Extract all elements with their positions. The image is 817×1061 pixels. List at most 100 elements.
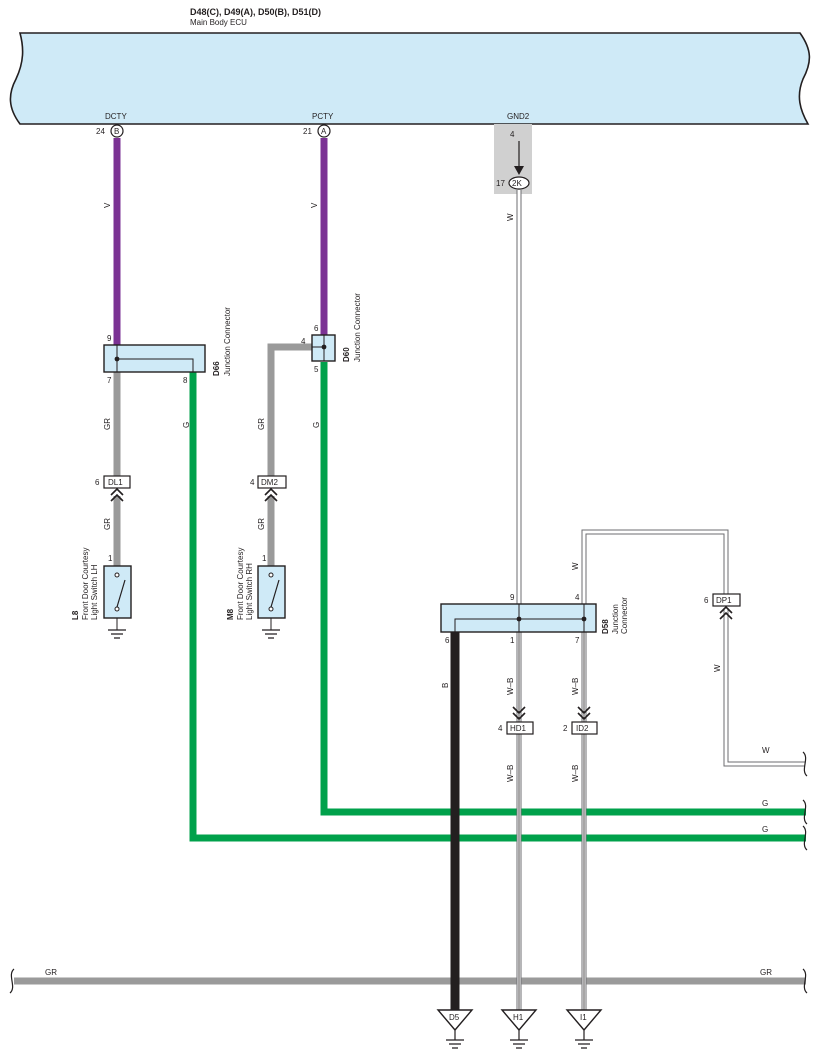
dp1-label: DP1	[716, 596, 732, 605]
m8-ground-icon	[262, 629, 280, 639]
wire-label-w-dp1: W	[713, 664, 722, 672]
d60-pin-4: 4	[301, 337, 306, 346]
wire-label-gr-bottom-left: GR	[45, 968, 57, 977]
d66-pin-8: 8	[183, 376, 188, 385]
ground-d5-label: D5	[449, 1013, 460, 1022]
l8-code: L8	[71, 610, 80, 620]
dp1-chevron-icon	[719, 605, 733, 620]
l8-name-line1: Front Door Courtesy	[81, 548, 90, 620]
id2-label: ID2	[576, 724, 589, 733]
ecu-pin-a-letter: A	[321, 127, 327, 136]
ecu-pin-b-letter: B	[114, 127, 119, 136]
wire-label-wb-2b: W–B	[571, 765, 580, 782]
m8-name-line1: Front Door Courtesy	[236, 548, 245, 620]
d58-code: D58	[601, 619, 610, 634]
ecu-pin-24: 24	[96, 127, 105, 136]
ground-d5-triangle	[436, 1009, 474, 1032]
ecu-name: Main Body ECU	[190, 18, 247, 27]
id2-pin: 2	[563, 724, 568, 733]
d60-pin-6: 6	[314, 324, 319, 333]
dl1-label: DL1	[108, 478, 123, 487]
wire-white-right-outline	[723, 608, 805, 767]
d60-pin-5: 5	[314, 365, 319, 374]
m8-name-line2: Light Switch RH	[245, 563, 254, 620]
id2-connector-box	[571, 721, 598, 735]
wire-label-b: B	[441, 683, 450, 688]
dm2-label: DM2	[261, 478, 278, 487]
wire-label-w-gnd: W	[506, 213, 515, 221]
gnd2-arrow-head	[514, 166, 524, 175]
d60-name: Junction Connector	[353, 293, 362, 362]
wire-label-wb-2a: W–B	[571, 678, 580, 695]
ground-h1-label: H1	[513, 1013, 524, 1022]
hd1-connector-box	[506, 721, 534, 735]
l8-switch-lever	[116, 579, 126, 608]
wire-label-v-pcty: V	[310, 202, 319, 208]
d58-pin-9: 9	[510, 593, 515, 602]
wire-label-w-d58: W	[571, 562, 580, 570]
wire-label-gr-d60: GR	[257, 418, 266, 430]
connector-2k-pin: 17	[496, 179, 505, 188]
wire-white-dp1	[582, 530, 728, 604]
break-mark-g-right2	[802, 825, 808, 851]
dl1-pin: 6	[95, 478, 100, 487]
wire-label-v-dcty: V	[103, 202, 112, 208]
wire-label-gr-d66: GR	[103, 418, 112, 430]
d66-name: Junction Connector	[223, 307, 232, 376]
ground-i1-icon	[575, 1030, 593, 1049]
m8-code: M8	[226, 608, 235, 620]
dm2-connector-box	[257, 475, 287, 489]
break-mark-gr-left	[9, 968, 15, 994]
dl1-chevron-icon	[110, 487, 124, 502]
wire-label-wb-1b: W–B	[506, 765, 515, 782]
wire-label-gr-dl1: GR	[103, 518, 112, 530]
d58-name-line2: Connector	[620, 597, 629, 634]
ecu-connector-codes: D48(C), D49(A), D50(B), D51(D)	[190, 7, 321, 17]
wire-label-w-right: W	[762, 746, 770, 755]
l8-contact-bottom	[114, 606, 120, 612]
ground-i1-label: I1	[580, 1013, 587, 1022]
l8-contact-top	[114, 572, 120, 578]
break-mark-g-right1	[802, 799, 808, 825]
wire-label-gr-bottom-right: GR	[760, 968, 772, 977]
hd1-chevron-icon	[512, 706, 526, 721]
wire-green-d60	[320, 362, 806, 816]
id2-chevron-icon	[577, 706, 591, 721]
dp1-connector-box	[712, 593, 741, 607]
wire-label-g-d66: G	[182, 422, 191, 428]
dm2-chevron-icon	[264, 487, 278, 502]
wire-label-gr-dm2: GR	[257, 518, 266, 530]
wire-green-d66	[189, 372, 806, 842]
connector-2k-oval	[508, 176, 530, 190]
d58-splice-dot-right	[581, 616, 587, 622]
l8-ground-icon	[108, 629, 126, 639]
d58-pin-6: 6	[445, 636, 450, 645]
ecu-pin-b-circle	[110, 124, 124, 138]
connector-2k-label: 2K	[512, 179, 522, 188]
hd1-pin: 4	[498, 724, 503, 733]
ground-d5-icon	[446, 1030, 464, 1049]
gnd2-pin-4: 4	[510, 130, 515, 139]
m8-contact-top	[268, 572, 274, 578]
wire-white-right	[724, 608, 805, 766]
m8-switch-lever	[270, 579, 280, 608]
d66-splice-dot	[114, 356, 120, 362]
ground-h1-triangle	[500, 1009, 538, 1032]
ecu-terminal-dcty: DCTY	[105, 112, 127, 121]
d60-code: D60	[342, 347, 351, 362]
l8-name-line2: Light Switch LH	[90, 564, 99, 620]
hd1-label: HD1	[510, 724, 527, 733]
ecu-terminal-pcty: PCTY	[312, 112, 334, 121]
d58-pin-7: 7	[575, 636, 580, 645]
d66-code: D66	[212, 361, 221, 376]
wire-label-g-d60: G	[312, 422, 321, 428]
dp1-pin: 6	[704, 596, 709, 605]
ecu-pin-a-circle	[317, 124, 331, 138]
d58-splice-dot-left	[516, 616, 522, 622]
d58-pin-1: 1	[510, 636, 515, 645]
wire-label-g-right2: G	[762, 825, 768, 834]
d60-splice-dot	[321, 344, 327, 350]
d58-name-line1: Junction	[611, 604, 620, 634]
ecu-pin-21: 21	[303, 127, 312, 136]
d58-pin-4: 4	[575, 593, 580, 602]
